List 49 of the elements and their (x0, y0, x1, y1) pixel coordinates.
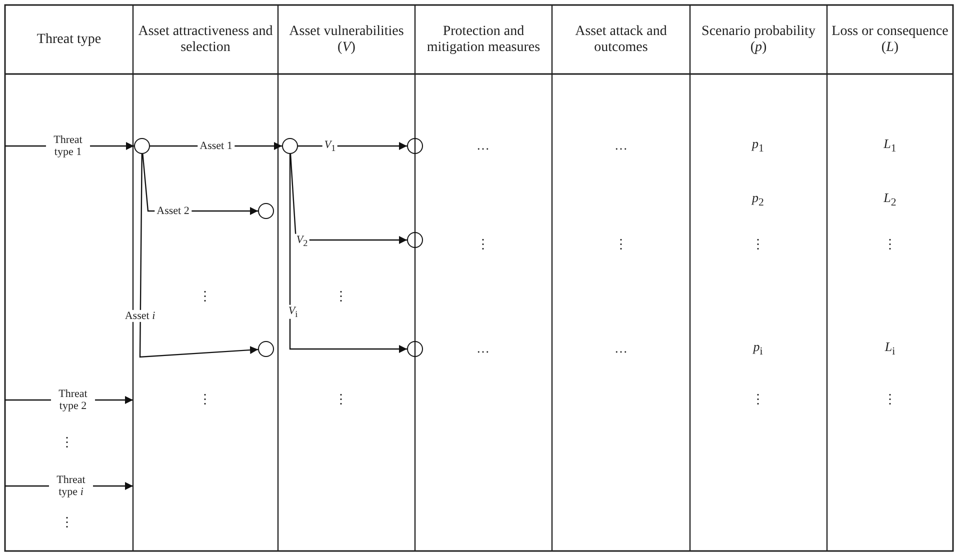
column-header: Asset vulnerabilities (V) (288, 24, 405, 56)
table-entry: … (614, 342, 628, 356)
circle-node (258, 341, 274, 357)
column-header: Loss or consequence (L) (831, 24, 949, 56)
column-header: Asset attack and outcomes (574, 24, 668, 56)
table-entry: p$_{1}$ (752, 136, 764, 156)
edge-label: V$_{2}$ (294, 234, 310, 248)
table-entry: ⋮ (614, 238, 628, 252)
arrow-label: Threat type i (49, 474, 93, 498)
table-entry: p$_{2}$ (752, 190, 764, 210)
table-entry: ⋮ (476, 238, 490, 252)
table-entry: … (614, 138, 628, 154)
edge-label: Asset i (122, 310, 158, 322)
table-entry: … (476, 342, 490, 356)
table-entry: p$_{i}$ (753, 340, 763, 358)
column-header: Threat type (36, 32, 102, 48)
arrow (139, 154, 258, 358)
edge-label: Asset 1 (198, 140, 234, 152)
table-entry: ⋮ (198, 392, 212, 408)
table-entry: ⋮ (60, 516, 74, 530)
edge-label: Asset 2 (154, 204, 192, 218)
edge-label: V$_{1}$ (322, 138, 338, 154)
table-entry: ⋮ (334, 290, 348, 304)
table-entry: ⋮ (884, 238, 896, 252)
edge-label: Threat type 1 (46, 134, 90, 158)
table-entry: L$_{1}$ (884, 136, 896, 156)
circle-node (407, 138, 423, 154)
circle-node (134, 138, 150, 154)
circle-node (258, 203, 274, 219)
arrow (290, 154, 407, 244)
table-entry: ⋮ (752, 392, 764, 408)
table-entry: ⋮ (198, 290, 212, 304)
table-entry: ⋮ (752, 238, 764, 252)
circle-node (407, 341, 423, 357)
arrow (289, 154, 407, 353)
arrow (298, 142, 407, 150)
circle-node (407, 232, 423, 248)
table-entry: ⋮ (884, 392, 896, 408)
table-entry: L$_{2}$ (884, 190, 896, 210)
column-header: Asset attractiveness and selection (137, 24, 274, 56)
table-entry: ⋮ (60, 436, 74, 450)
arrow-label: Threat type 2 (51, 388, 95, 412)
edge-label: V$_{i}$ (286, 304, 300, 320)
circle-node (282, 138, 298, 154)
table-entry: … (476, 138, 490, 154)
column-header: Scenario probability (p) (700, 24, 816, 56)
column-header: Protection and mitigation measures (426, 24, 542, 56)
table-entry: L$_{i}$ (884, 340, 896, 358)
table-entry: ⋮ (334, 392, 348, 408)
